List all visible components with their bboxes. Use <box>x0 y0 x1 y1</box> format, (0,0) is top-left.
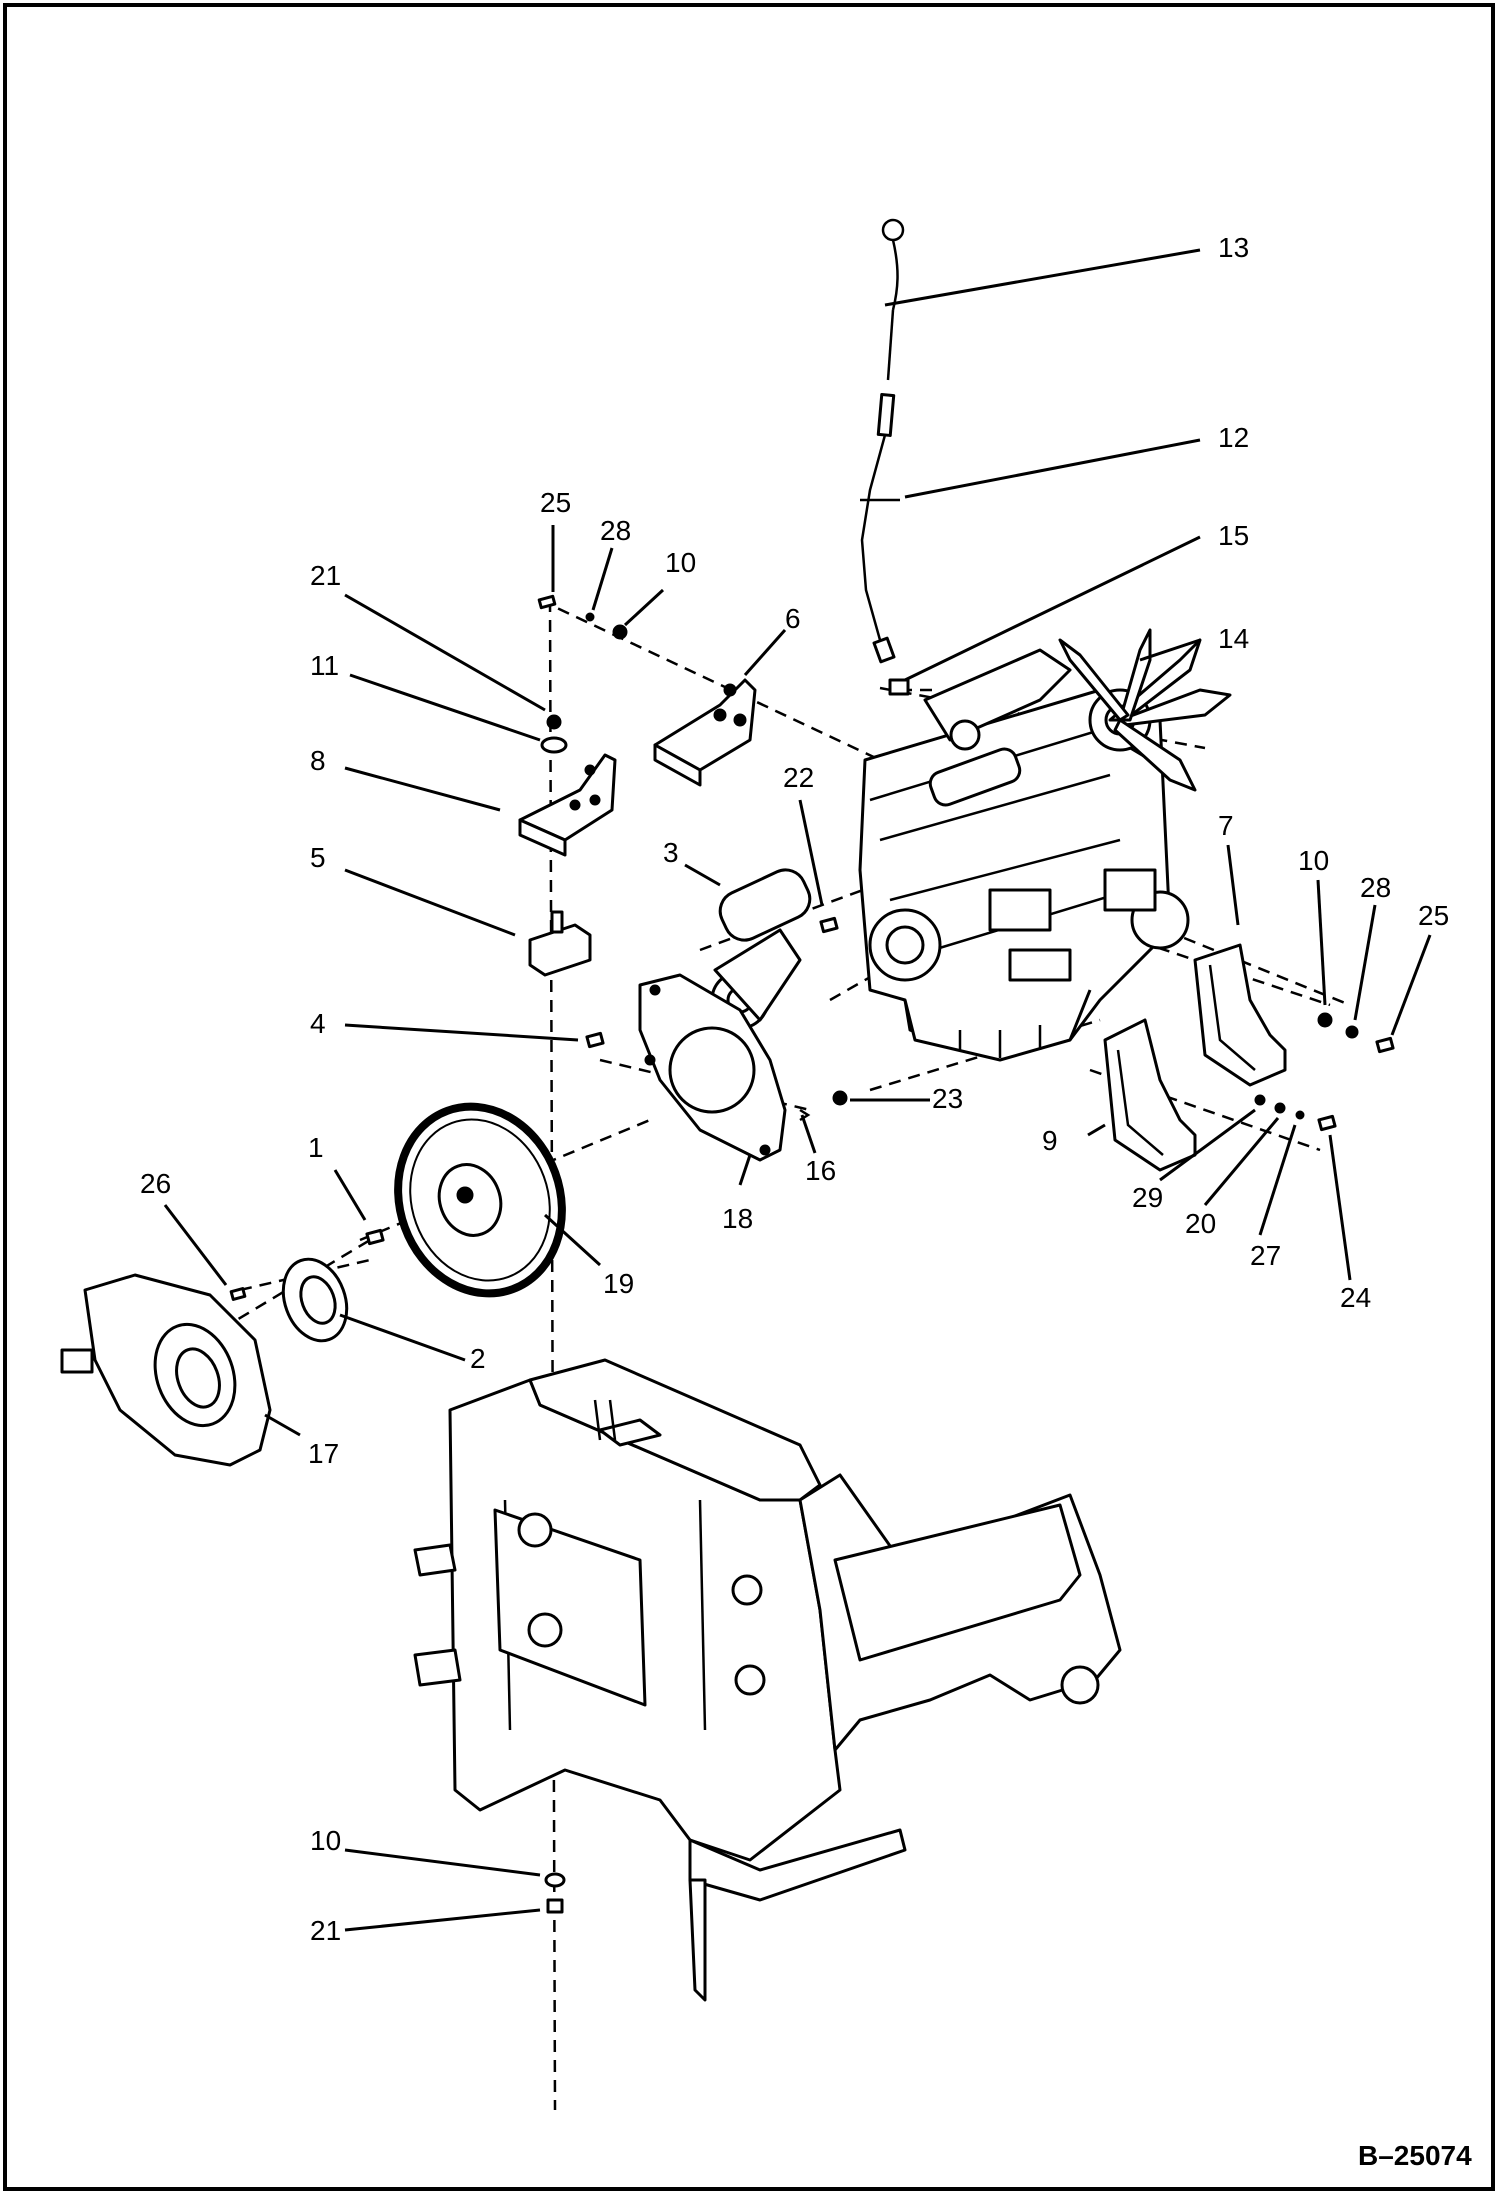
mount-bracket-7 <box>1193 943 1287 1087</box>
callout-7: 7 <box>1218 810 1234 841</box>
adapter-plate-18 <box>638 973 787 1162</box>
callout-6: 6 <box>785 603 801 634</box>
callout-24: 24 <box>1340 1282 1371 1313</box>
callout-2: 2 <box>470 1343 486 1374</box>
callout-14: 14 <box>1218 623 1249 654</box>
callout-21-bottom: 21 <box>310 1915 341 1946</box>
callout-17: 17 <box>308 1438 339 1469</box>
callout-18: 18 <box>722 1203 753 1234</box>
callout-10-top: 10 <box>665 547 696 578</box>
callout-3: 3 <box>663 837 679 868</box>
callout-19: 19 <box>603 1268 634 1299</box>
callout-16: 16 <box>805 1155 836 1186</box>
callout-10-right: 10 <box>1298 845 1329 876</box>
fasteners <box>229 594 1395 1914</box>
callout-10-bottom: 10 <box>310 1825 341 1856</box>
callout-26: 26 <box>140 1168 171 1199</box>
callout-28-right: 28 <box>1360 872 1391 903</box>
bracket-6 <box>653 678 757 787</box>
callout-20: 20 <box>1185 1208 1216 1239</box>
starter-3 <box>710 868 812 1030</box>
callout-27: 27 <box>1250 1240 1281 1271</box>
figure-code: B–25074 <box>1358 2140 1472 2171</box>
chassis-frame <box>413 1358 1122 2002</box>
callout-labels: 13 12 15 14 25 28 10 21 11 6 8 22 3 5 7 … <box>140 232 1449 1946</box>
bracket-8 <box>518 753 617 857</box>
callout-4: 4 <box>310 1008 326 1039</box>
callout-9: 9 <box>1042 1125 1058 1156</box>
callout-22: 22 <box>783 762 814 793</box>
flywheel-19 <box>394 1102 566 1298</box>
callout-29: 29 <box>1132 1182 1163 1213</box>
dipstick-assembly <box>860 218 910 696</box>
callout-8: 8 <box>310 745 326 776</box>
callout-12: 12 <box>1218 422 1249 453</box>
leader-lines <box>163 248 1432 1932</box>
page-border <box>3 3 1495 2191</box>
callout-25-right: 25 <box>1418 900 1449 931</box>
callout-15: 15 <box>1218 520 1249 551</box>
engine-assembly <box>858 628 1232 1062</box>
mount-5 <box>528 910 592 977</box>
callout-11: 11 <box>310 650 339 681</box>
mount-bracket-9 <box>1103 1018 1197 1172</box>
callout-5: 5 <box>310 842 326 873</box>
callout-21-top: 21 <box>310 560 341 591</box>
callout-23: 23 <box>932 1083 963 1114</box>
callout-13: 13 <box>1218 232 1249 263</box>
callout-25-top: 25 <box>540 487 571 518</box>
callout-28-top: 28 <box>600 515 631 546</box>
callout-1: 1 <box>308 1132 324 1163</box>
bell-housing-17 <box>60 1273 272 1467</box>
coupler-2 <box>281 1257 349 1343</box>
